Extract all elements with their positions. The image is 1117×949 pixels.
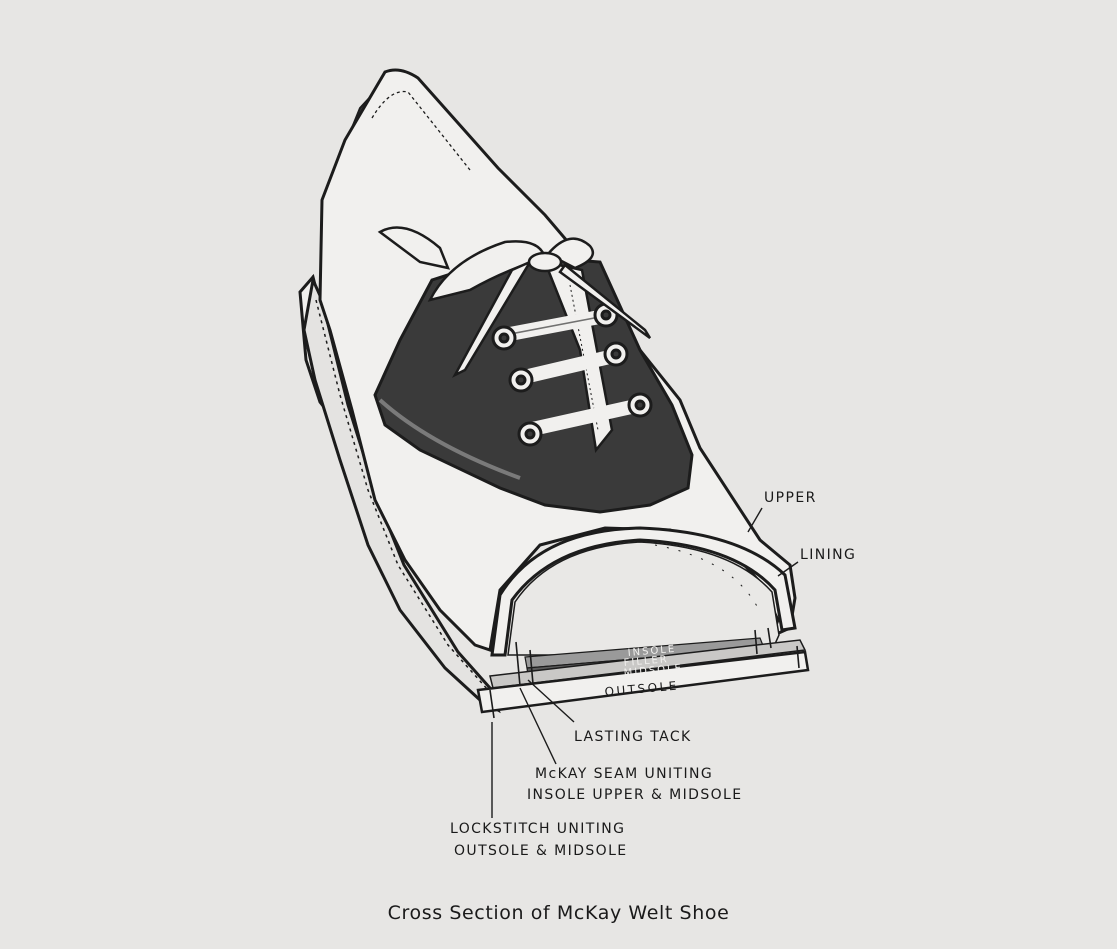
seam-threads xyxy=(489,627,800,719)
outsole-layer-label: OUTSOLE xyxy=(604,679,679,699)
outsole-layer xyxy=(476,650,810,714)
figure-caption: Cross Section of McKay Welt Shoe xyxy=(387,902,730,924)
insole-layer-label: INSOLE xyxy=(627,644,676,659)
eyelets xyxy=(491,302,653,447)
lockstitch-label-line-1: LOCKSTITCH UNITING xyxy=(450,821,626,837)
mckay-seam-label-line-2: INSOLE UPPER & MIDSOLE xyxy=(527,787,743,803)
midsole-layer-label: MIDSOLE xyxy=(623,663,683,679)
lasting-tack-label: LASTING TACK xyxy=(574,729,692,745)
midsole-layer xyxy=(489,639,807,689)
leader-lines xyxy=(491,507,799,818)
section-interior xyxy=(507,541,780,656)
lockstitch-label-line-2: OUTSOLE & MIDSOLE xyxy=(454,843,628,859)
lace-bow xyxy=(427,237,652,378)
topline-stitching xyxy=(371,90,471,171)
section-upper-ring xyxy=(490,526,797,657)
lining-label: LINING xyxy=(800,547,857,563)
filler-layer-label: FILLER xyxy=(623,654,669,669)
mckay-seam-label-line-1: McKAY SEAM UNITING xyxy=(535,766,714,782)
saddle-highlight xyxy=(378,398,521,480)
lace-cross-3 xyxy=(521,398,647,437)
lace-cross-1-outline xyxy=(504,314,611,336)
lace-cross-2 xyxy=(513,348,625,385)
collar-opening xyxy=(377,226,451,270)
upper-label: UPPER xyxy=(764,490,817,506)
